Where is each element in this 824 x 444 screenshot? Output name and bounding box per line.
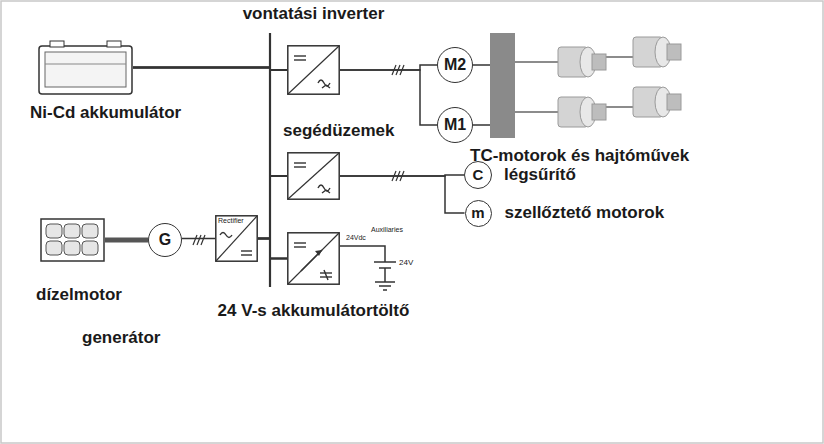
symbol-letter: C [473,167,484,184]
component-label: segédüzemek [283,122,395,141]
symbol-letter: M2 [444,56,466,74]
compressor-circle: Clégsűrítő [464,161,492,189]
symbol-letter: M1 [444,116,466,134]
component-label: vontatási inverter [243,5,385,24]
symbol-letter: G [159,231,171,249]
component-label: TC-motorok és hajtóművek [470,147,689,166]
battery-symbol [38,40,133,95]
power-line [258,239,287,259]
rectifier-box: Rectifier [215,215,258,262]
symbol-letter: m [471,205,484,222]
auxiliary-label: Auxiliaries [371,226,403,234]
power-line [182,238,215,240]
component-label: generátor [82,329,160,348]
drive-shaft [105,238,148,243]
inverter-box: vontatási inverter [287,45,340,95]
component-label: légsűrítő [504,166,576,185]
power-line [473,64,490,66]
inverter-symbol [287,152,340,200]
voltage-label: 24Vdc [346,234,366,242]
charger-box: 24 V-s akkumulátortöltő [287,232,340,285]
power-line [258,70,287,239]
engine-icon: dízelmotor [40,218,105,262]
battery-box: Ni-Cd akkumulátor [38,40,133,95]
power-line [473,124,490,126]
fan-motor-circle: mszellőztető motorok [465,200,492,227]
component-label: szellőztető motorok [505,204,665,223]
component-label: Ni-Cd akkumulátor [30,104,181,123]
voltage-label: 24V [399,259,413,268]
inverter-box: segédüzemek [287,152,340,200]
motor-circle: M1 [437,107,473,143]
power-line [340,176,465,213]
aux-battery-symbol [340,246,396,290]
box-caption: Rectifier [218,217,244,225]
generator-circle: G [148,223,182,257]
component-label: 24 V-s akkumulátortöltő [218,302,410,321]
component-label: dízelmotor [36,286,122,305]
motor-circle: M2 [437,47,473,83]
power-line [340,70,437,125]
charger-symbol [287,232,340,285]
power-line [133,68,287,259]
drive-block: TC-motorok és hajtóművek [490,33,515,138]
engine-symbol [40,218,105,262]
power-line [258,176,287,239]
inverter-symbol [287,45,340,95]
wheel-drive-illustration [515,37,681,127]
